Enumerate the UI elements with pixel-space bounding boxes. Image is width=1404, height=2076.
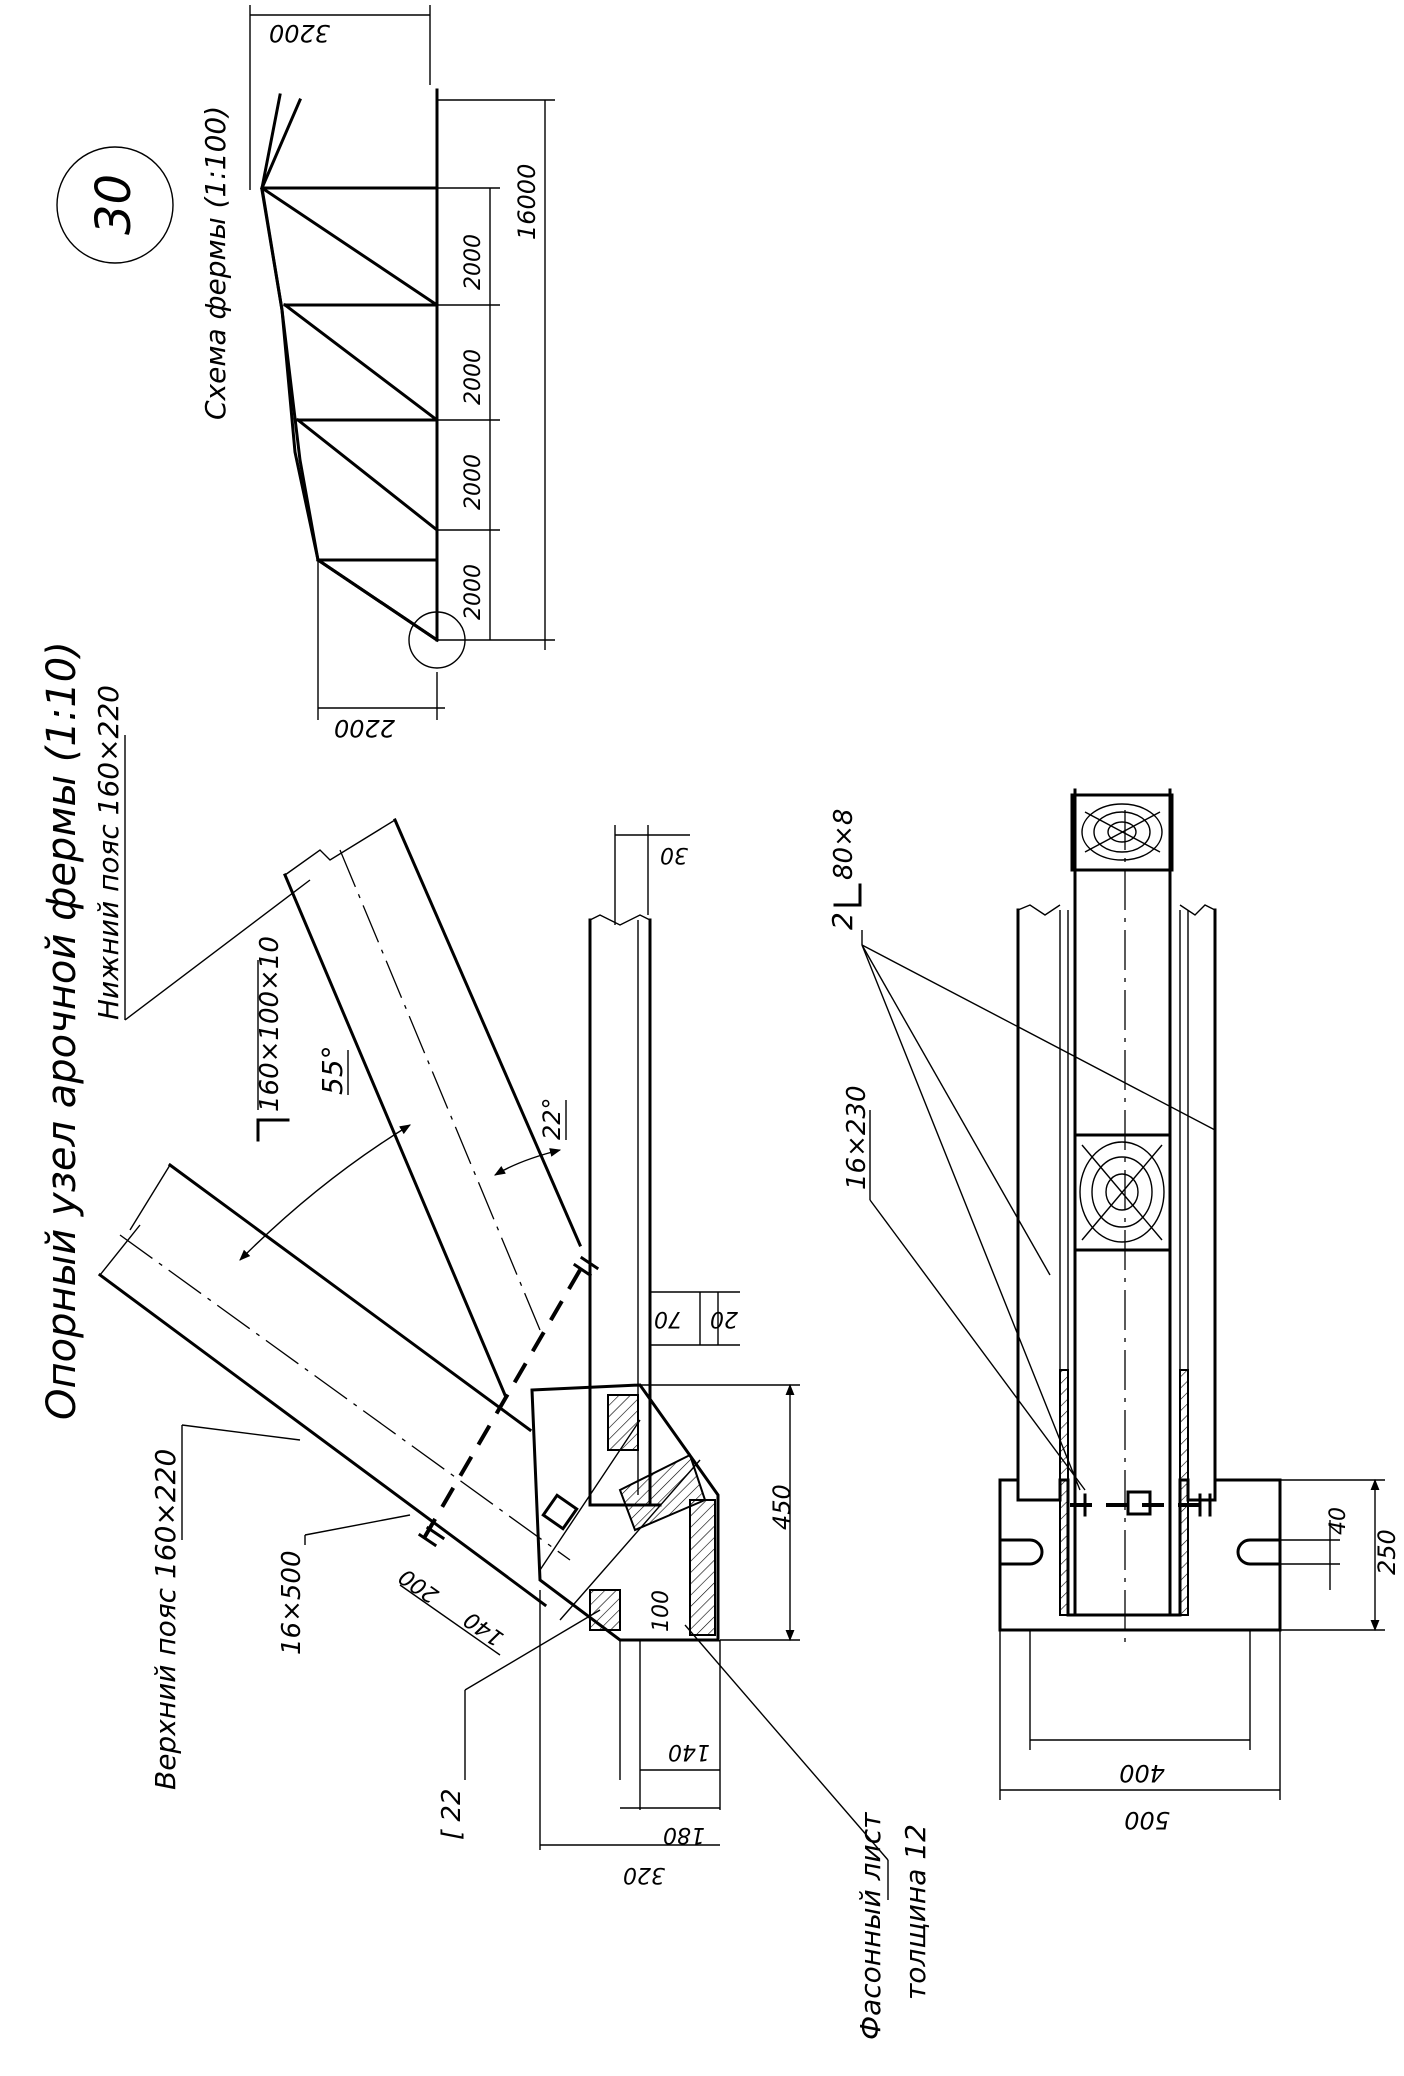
dim-2000-2: 2000: [461, 454, 486, 510]
truss-scheme: 3200 2200 2000 2000 2000 2000 16000 Схем…: [199, 5, 555, 742]
dim-450: 450: [768, 1484, 796, 1530]
angle-22: 22°: [538, 1097, 566, 1140]
gusset-label-1: Фасонный лист: [854, 1812, 887, 2040]
main-title: Опорный узел арочной фермы (1:10): [39, 641, 85, 1420]
dim-70: 70: [654, 1306, 682, 1331]
plan-view: 250 40 400 500: [998, 788, 1401, 1834]
dim-500: 500: [1124, 1806, 1170, 1834]
plate-16x230-label: 16×230: [842, 1086, 1086, 1491]
channel-label: [ 22: [437, 1789, 467, 1841]
plate-16x500-label: 16×500: [277, 1551, 307, 1656]
double-angle-size: 80×8: [829, 809, 859, 880]
timber-section-middle: [1073, 1133, 1172, 1252]
scheme-title: Схема фермы (1:100): [199, 106, 232, 420]
lower-chord-label: Нижний пояс 160×220: [92, 685, 125, 1020]
dim-140b: 140: [668, 1739, 710, 1764]
timber-section-end-rings: [1081, 803, 1163, 861]
sheet-number-text: 30: [86, 174, 142, 235]
dim-16000: 16000: [513, 164, 541, 240]
dim-400: 400: [1119, 1759, 1165, 1787]
dim-2000-4: 2000: [461, 234, 486, 290]
dim-320: 320: [623, 1862, 665, 1887]
dim-250: 250: [1373, 1529, 1401, 1575]
timber-section-middle-rings: [1079, 1141, 1165, 1243]
dim-2200: 2200: [334, 714, 395, 742]
dim-180: 180: [663, 1822, 705, 1847]
angle-profile-text: 160×100×10: [255, 936, 285, 1112]
gusset-label-2: толщина 12: [899, 1824, 932, 2000]
upper-chord-label: Верхний пояс 160×220: [149, 1449, 182, 1790]
angle-profile-label: 160×100×10: [255, 936, 290, 1142]
dim-40: 40: [1326, 1507, 1351, 1535]
dim-100: 100: [649, 1590, 674, 1632]
double-angle-label: 2 80×8: [826, 809, 1216, 1491]
dim-200: 200: [395, 1563, 444, 1608]
double-angle-prefix: 2: [826, 912, 859, 930]
timber-section-end: [1070, 793, 1174, 872]
sheet-number: 30: [56, 146, 174, 264]
dim-20: 20: [710, 1306, 738, 1331]
angle-55: 55°: [316, 1045, 349, 1095]
plate-16x230-text: 16×230: [842, 1086, 872, 1191]
dim-3200: 3200: [269, 19, 330, 47]
dim-2000-1: 2000: [461, 564, 486, 620]
support-node: 22° 30 70 20 450 200 140 100 140 180 320: [97, 818, 800, 1887]
dim-2000-3: 2000: [461, 349, 486, 405]
dim-30: 30: [660, 842, 688, 867]
dim-140a: 140: [460, 1606, 509, 1651]
